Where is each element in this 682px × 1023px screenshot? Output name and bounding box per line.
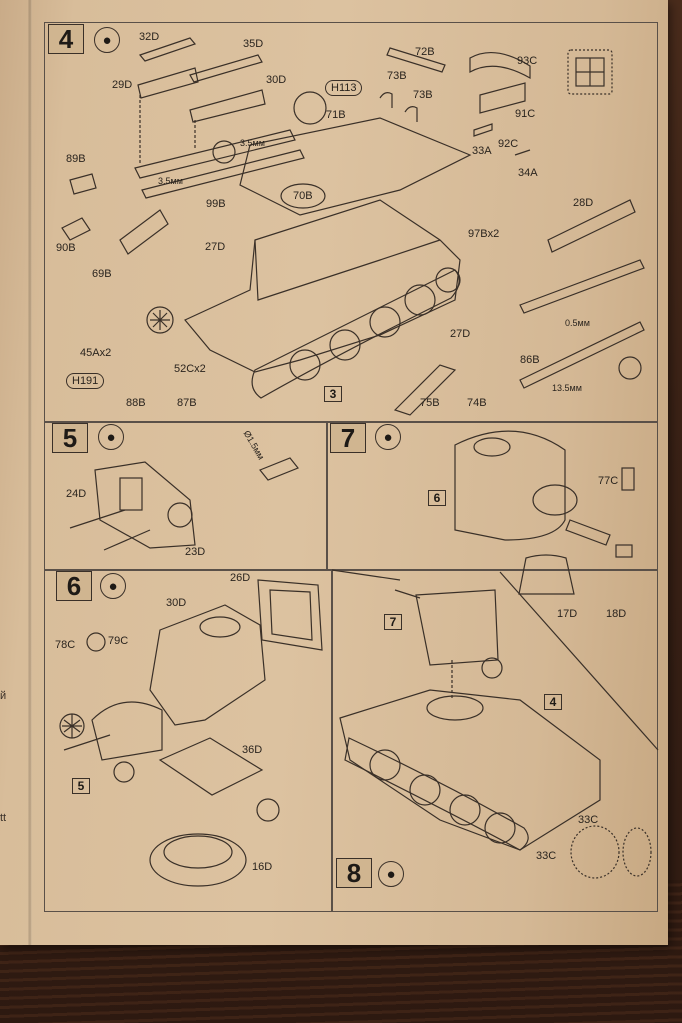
part-label: 69B	[92, 268, 112, 280]
part-label: 92C	[498, 138, 519, 150]
part-label: 77C	[598, 475, 619, 487]
subassembly-ref: 7	[384, 614, 402, 630]
part-label: 17D	[557, 608, 578, 620]
step-number: 7	[330, 423, 366, 453]
step-number: 4	[48, 24, 84, 54]
part-label: 79C	[108, 635, 129, 647]
dimension-label: 3.5мм	[240, 138, 265, 148]
part-label: 75B	[420, 397, 440, 409]
part-label: 87B	[177, 397, 197, 409]
dimension-label: 0.5мм	[565, 318, 590, 328]
assembly-drawings	[59, 37, 659, 887]
sheet-fold	[28, 0, 32, 945]
part-label: 36D	[242, 744, 263, 756]
glue-drop-icon: ●	[375, 424, 401, 450]
part-label: 18D	[606, 608, 627, 620]
part-label: 28D	[573, 197, 594, 209]
part-label: 34A	[518, 167, 538, 179]
part-label: 71B	[326, 109, 346, 121]
part-label: 86B	[520, 354, 540, 366]
part-label: 29D	[112, 79, 133, 91]
step-6-panel	[44, 570, 332, 912]
part-label: 73B	[413, 89, 433, 101]
part-label: 88B	[126, 397, 146, 409]
glue-drop-icon: ●	[94, 27, 120, 53]
part-label: 16D	[252, 861, 273, 873]
step-number: 6	[56, 571, 92, 601]
part-label: 24D	[66, 488, 87, 500]
part-label: 27D	[205, 241, 226, 253]
part-label: 52Cx2	[174, 363, 206, 375]
part-label: 33A	[472, 145, 492, 157]
part-label: 27D	[450, 328, 471, 340]
part-label: 32D	[139, 31, 160, 43]
subassembly-ref: 6	[428, 490, 446, 506]
step-number: 5	[52, 423, 88, 453]
part-label: 26D	[230, 572, 251, 584]
part-label: 93C	[517, 55, 538, 67]
part-label: 30D	[166, 597, 187, 609]
part-label: 78C	[55, 639, 76, 651]
part-label: 33C	[536, 850, 557, 862]
glue-drop-icon: ●	[378, 861, 404, 887]
step-7-panel	[327, 422, 658, 570]
step-8-panel	[332, 570, 658, 912]
subassembly-ref: 3	[324, 386, 342, 402]
glue-drop-icon: ●	[100, 573, 126, 599]
paint-code: H113	[325, 80, 363, 96]
paint-code: H191	[66, 373, 105, 389]
part-label: 91C	[515, 108, 536, 120]
step-4-panel	[44, 22, 658, 422]
part-label: 30D	[266, 74, 287, 86]
dimension-label: 3.5мм	[158, 176, 183, 186]
part-label: 35D	[243, 38, 264, 50]
dimension-label: 13.5мм	[552, 383, 582, 393]
part-label: 73B	[387, 70, 407, 82]
instruction-sheet: й tt 4 ● 5 ● 7 ● 6 ● 8 ●	[0, 0, 668, 945]
part-label: 97Bx2	[468, 228, 500, 240]
edge-fragment: й	[0, 690, 7, 702]
subassembly-ref: 4	[544, 694, 562, 710]
part-label: 33C	[578, 814, 599, 826]
part-label: 90B	[56, 242, 76, 254]
part-label: 45Ax2	[80, 347, 112, 359]
subassembly-ref: 5	[72, 778, 90, 794]
edge-fragment: tt	[0, 812, 7, 824]
step-number: 8	[336, 858, 372, 888]
part-label: 74B	[467, 397, 487, 409]
step-5-panel	[44, 422, 327, 570]
part-label: 70B	[293, 190, 313, 202]
part-label: 89B	[66, 153, 86, 165]
part-label: 23D	[185, 546, 206, 558]
part-label: 99B	[206, 198, 226, 210]
glue-drop-icon: ●	[98, 424, 124, 450]
part-label: 72B	[415, 46, 435, 58]
